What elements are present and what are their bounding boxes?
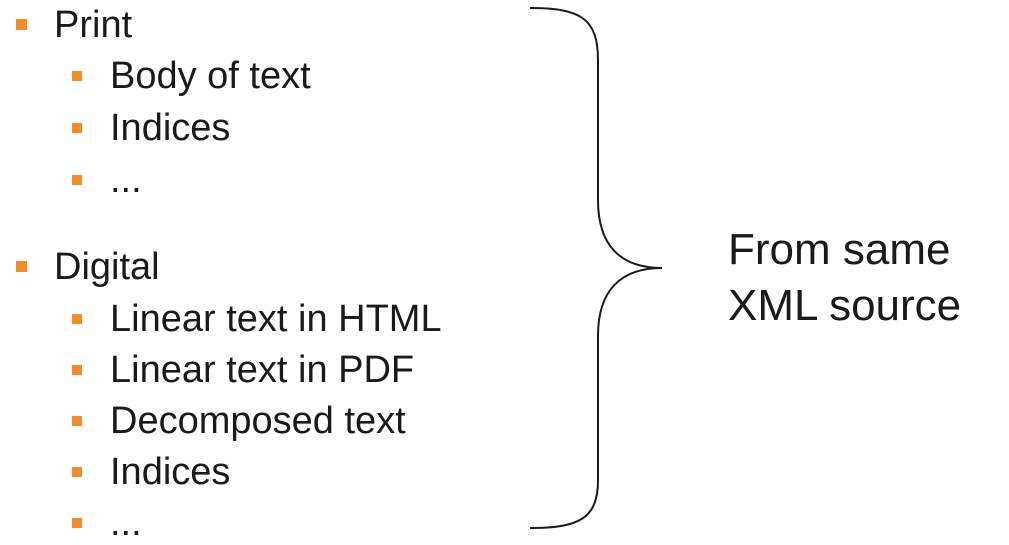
list-item-indices: Indices <box>72 107 231 149</box>
side-note: From same XML source <box>728 222 961 334</box>
list-item-linear-html: Linear text in HTML <box>72 298 442 340</box>
square-bullet-icon <box>72 71 82 81</box>
list-item-print: Print <box>16 4 133 46</box>
list-item-indices: Indices <box>72 451 231 493</box>
square-bullet-icon <box>72 416 82 426</box>
side-note-line-2: XML source <box>728 281 962 330</box>
square-bullet-icon <box>72 314 82 324</box>
square-bullet-icon <box>72 467 82 477</box>
list-item-label: Decomposed text <box>110 400 406 442</box>
list-item-label: Print <box>54 4 133 46</box>
list-item-label: ... <box>110 159 142 201</box>
list-item-digital: Digital <box>16 246 160 288</box>
list-item-label: Linear text in PDF <box>110 349 415 391</box>
curly-brace-icon <box>529 7 663 529</box>
side-note-line-1: From same <box>728 225 951 274</box>
list-item-label: Indices <box>110 107 231 149</box>
list-item-ellipsis: ... <box>72 159 142 201</box>
list-item-label: Body of text <box>110 55 311 97</box>
square-bullet-icon <box>16 19 27 30</box>
list-item-decomposed: Decomposed text <box>72 400 406 442</box>
list-item-ellipsis: ... <box>72 502 142 544</box>
list-item-body-of-text: Body of text <box>72 55 311 97</box>
square-bullet-icon <box>72 175 82 185</box>
square-bullet-icon <box>72 123 82 133</box>
curly-brace-path <box>529 7 663 529</box>
list-item-label: ... <box>110 502 142 544</box>
square-bullet-icon <box>72 518 82 528</box>
square-bullet-icon <box>72 365 82 375</box>
list-item-linear-pdf: Linear text in PDF <box>72 349 415 391</box>
list-item-label: Indices <box>110 451 231 493</box>
list-item-label: Linear text in HTML <box>110 298 442 340</box>
list-item-label: Digital <box>54 246 160 288</box>
square-bullet-icon <box>16 261 27 272</box>
